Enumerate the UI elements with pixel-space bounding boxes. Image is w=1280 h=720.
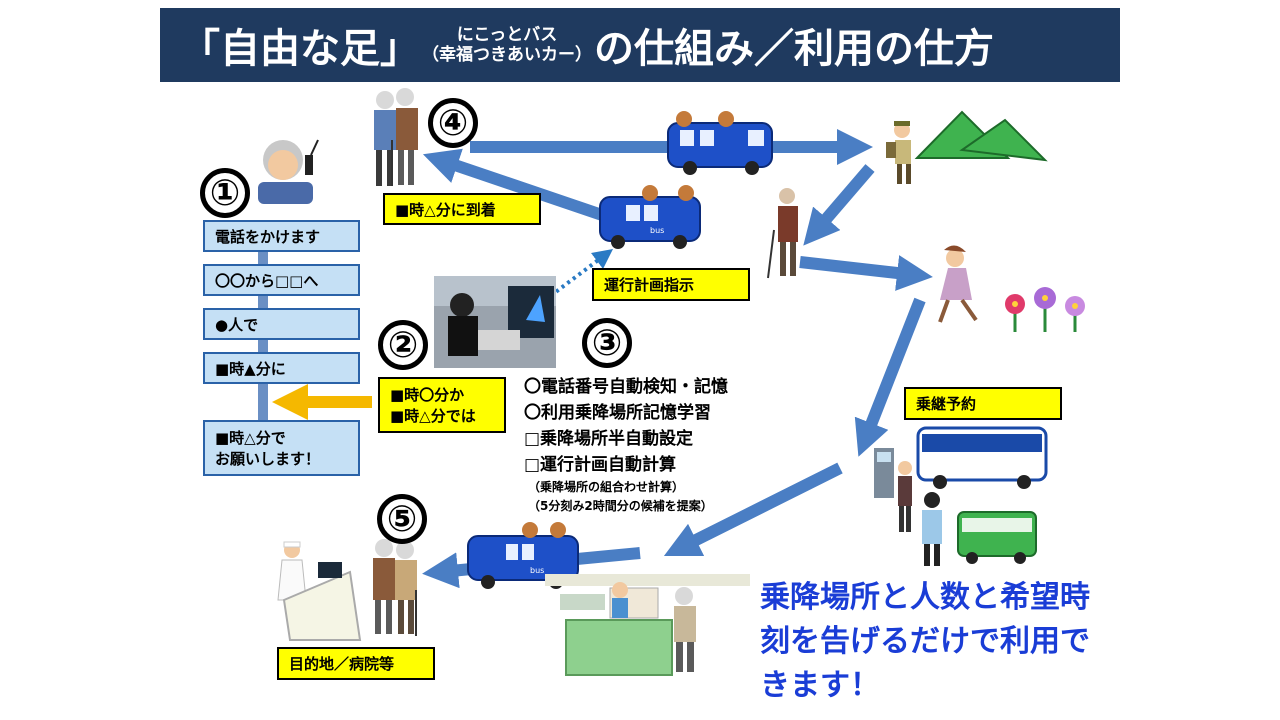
route-arrow-return bbox=[422, 148, 604, 221]
feature-item: 〇電話番号自動検知・記憶 bbox=[524, 377, 728, 397]
caller-icon bbox=[258, 139, 319, 204]
step-2-badge: ② bbox=[378, 320, 428, 370]
elderly-man-cane-icon bbox=[767, 188, 798, 279]
route-arrow-down bbox=[803, 164, 875, 246]
green-bus-icon bbox=[957, 511, 1037, 564]
bus-label-middle: bus bbox=[650, 226, 664, 235]
shop-counter-icon bbox=[545, 574, 750, 676]
staff-person-icon bbox=[922, 492, 942, 566]
dispatch-arrow bbox=[543, 249, 613, 302]
flow-box-time: ■時▲分に bbox=[203, 352, 360, 384]
bus-icon-bottom bbox=[467, 522, 579, 589]
route-arrow-right bbox=[799, 255, 933, 291]
title-sub-top: にこっとバス bbox=[456, 25, 558, 45]
title-bar: 「自由な足」 にこっとバス （幸福つきあいカー） の仕組み／利用の仕方 bbox=[160, 8, 1120, 82]
feature-note: （乗降場所の組合わせ計算） bbox=[528, 480, 685, 494]
feature-item: □運行計画自動計算 bbox=[524, 455, 677, 475]
hiker-icon bbox=[886, 121, 911, 184]
step-5-badge: ⑤ bbox=[377, 494, 427, 544]
title-rest: の仕組み／利用の仕方 bbox=[594, 26, 994, 72]
mountain-icon bbox=[914, 110, 1048, 162]
elderly-couple-destination-icon bbox=[373, 539, 417, 636]
route-arrow-transfer bbox=[854, 297, 926, 457]
walking-woman-icon bbox=[938, 245, 978, 323]
elderly-shopper-icon bbox=[674, 587, 696, 672]
bus-icon-middle bbox=[599, 185, 701, 249]
feature-note: （5分刻み2時間分の候補を提案） bbox=[528, 499, 713, 513]
flow-box-people: ●人で bbox=[203, 308, 360, 340]
step-4-badge: ④ bbox=[428, 98, 478, 148]
dispatch-label: 運行計画指示 bbox=[592, 268, 750, 301]
elderly-couple-icon bbox=[374, 88, 418, 186]
reply-line1: ■時〇分か bbox=[390, 386, 465, 404]
arrival-label: ■時△分に到着 bbox=[383, 193, 541, 225]
flow-box-route: 〇〇から□□へ bbox=[203, 264, 360, 296]
destination-label: 目的地／病院等 bbox=[277, 647, 435, 680]
reply-line2: ■時△分では bbox=[390, 407, 476, 425]
flow-box-confirm: ■時△分で お願いします！ bbox=[203, 420, 360, 476]
dispatcher-photo bbox=[434, 276, 556, 368]
flow-confirm-line1: ■時△分で bbox=[215, 429, 286, 447]
bus-icon-top bbox=[667, 111, 773, 175]
ticket-machine-icon bbox=[874, 448, 894, 498]
reply-label: ■時〇分か ■時△分では bbox=[378, 377, 506, 433]
bus-label-bottom: bus bbox=[530, 566, 544, 575]
route-arrow-shop bbox=[663, 462, 843, 557]
flowers-icon bbox=[1005, 287, 1085, 332]
flow-box-call: 電話をかけます bbox=[203, 220, 360, 252]
feature-item: □乗降場所半自動設定 bbox=[524, 429, 694, 449]
title-subtitle: にこっとバス （幸福つきあいカー） bbox=[422, 25, 592, 65]
flow-confirm-line2: お願いします！ bbox=[215, 450, 321, 468]
transfer-bus-icon bbox=[916, 426, 1048, 489]
feature-item: 〇利用乗降場所記憶学習 bbox=[524, 403, 711, 423]
step-3-badge: ③ bbox=[582, 318, 632, 368]
reception-desk-icon bbox=[282, 562, 362, 641]
transfer-label: 乗継予約 bbox=[904, 387, 1062, 420]
feature-list: 〇電話番号自動検知・記憶 〇利用乗降場所記憶学習 □乗降場所半自動設定 □運行計… bbox=[524, 374, 728, 516]
usage-message: 乗降場所と人数と希望時刻を告げるだけで利用できます！ bbox=[760, 580, 1090, 703]
nurse-icon bbox=[277, 541, 307, 601]
step-1-badge: ① bbox=[200, 168, 250, 218]
title-main: 「自由な足」 bbox=[180, 26, 420, 72]
transfer-passenger-icon bbox=[898, 461, 912, 532]
title-sub-bottom: （幸福つきあいカー） bbox=[422, 45, 592, 65]
